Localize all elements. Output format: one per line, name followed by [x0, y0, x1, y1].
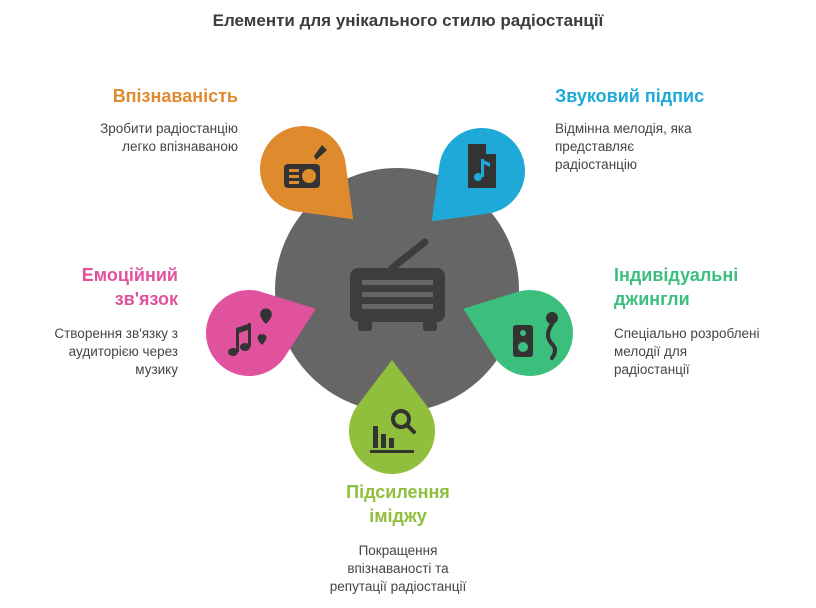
chart-magnifier-icon	[370, 409, 416, 453]
description-line: представляє	[555, 139, 635, 154]
description-jingles: Спеціально розроблені мелодії для радіос…	[614, 325, 804, 379]
music-heart-icon	[228, 308, 272, 356]
heading-image: Підсилення іміджу	[298, 480, 498, 528]
heading-line: джингли	[614, 289, 690, 309]
description-line: легко впізнаваною	[122, 139, 238, 154]
description-line: Відмінна мелодія, яка	[555, 121, 692, 136]
heading-text: Впізнаваність	[112, 86, 238, 106]
heading-text: Звуковий підпис	[555, 86, 705, 106]
description-sound-signature: Відмінна мелодія, яка представляє радіос…	[555, 120, 755, 174]
description-line: впізнаваності та	[347, 561, 449, 576]
description-line: радіостанцію	[555, 157, 638, 172]
description-line: Зробити радіостанцію	[100, 121, 238, 136]
description-line: Спеціально розроблені	[614, 326, 760, 341]
radio-speaker-icon	[284, 145, 327, 188]
petal-image	[349, 360, 435, 475]
description-line: Покращення	[358, 543, 438, 558]
description-line: радіостанції	[614, 362, 690, 377]
description-line: аудиторією через	[68, 344, 178, 359]
music-file-icon	[468, 144, 496, 188]
petal-recognizability	[260, 126, 354, 220]
description-recognizability: Зробити радіостанцію легко впізнаваною	[60, 120, 238, 156]
description-line: репутації радіостанції	[329, 579, 467, 594]
heading-line: Підсилення	[346, 482, 450, 502]
heading-emotional: Емоційний зв'язок	[20, 263, 178, 311]
heading-jingles: Індивідуальні джингли	[614, 263, 804, 311]
speaker-microphone-icon	[513, 312, 558, 360]
petal-jingles	[463, 290, 573, 376]
petal-sound-signature	[431, 128, 525, 222]
description-image: Покращення впізнаваності та репутації ра…	[288, 542, 508, 596]
description-emotional: Створення зв'язку з аудиторією через муз…	[10, 325, 178, 379]
heading-line: Емоційний	[81, 265, 178, 285]
heading-sound-signature: Звуковий підпис	[555, 84, 755, 108]
description-line: музику	[135, 362, 178, 377]
radio-icon	[350, 238, 445, 331]
heading-line: зв'язок	[114, 289, 178, 309]
heading-recognizability: Впізнаваність	[60, 84, 238, 108]
heading-line: іміджу	[369, 506, 427, 526]
page-title: Елементи для унікального стилю радіостан…	[212, 11, 604, 30]
heading-line: Індивідуальні	[614, 265, 739, 285]
description-line: Створення зв'язку з	[54, 326, 178, 341]
petal-emotional	[206, 290, 316, 376]
description-line: мелодії для	[614, 344, 688, 359]
